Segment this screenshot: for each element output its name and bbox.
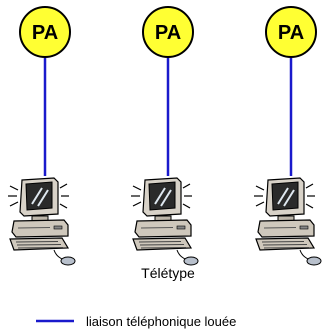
computer-terminal-icon <box>130 177 199 266</box>
legend: liaison téléphonique louée <box>36 314 236 329</box>
pa-node-label: PA <box>32 22 58 44</box>
pa-node-2: PA <box>142 6 194 58</box>
pa-node-circle <box>265 6 317 58</box>
legend-label: liaison téléphonique louée <box>86 314 236 329</box>
pa-node-label: PA <box>155 22 181 44</box>
pa-node-circle <box>19 6 71 58</box>
pa-node-3: PA <box>265 6 317 58</box>
computer-terminal-icon <box>253 177 322 266</box>
pa-node-1: PA <box>19 6 71 58</box>
computer-terminal-icon <box>7 177 76 266</box>
pa-node-circle <box>142 6 194 58</box>
pa-node-label: PA <box>278 22 304 44</box>
links <box>43 58 293 176</box>
terminal-caption: Télétype <box>141 265 195 281</box>
